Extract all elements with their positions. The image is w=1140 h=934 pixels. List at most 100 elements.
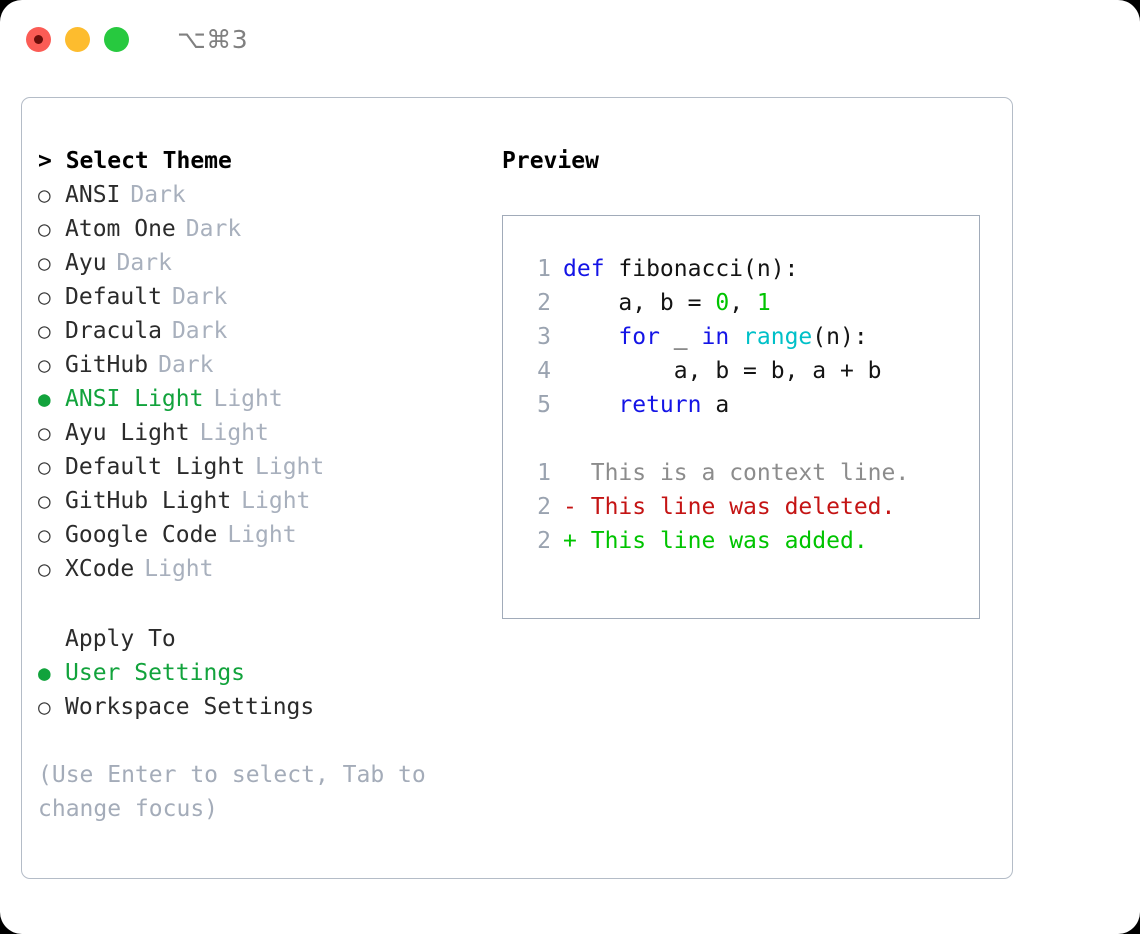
radio-unselected-icon: ○: [38, 217, 51, 241]
theme-option-atom-one-dark[interactable]: ○ Atom One Dark: [38, 212, 484, 246]
code-line: 4 a, b = b, a + b: [521, 354, 979, 388]
apply-to-header: Apply To: [65, 626, 176, 652]
code-line: 2 a, b = 0, 1: [521, 286, 979, 320]
theme-option-ansi-dark[interactable]: ○ ANSI Dark: [38, 178, 484, 212]
theme-name: GitHub: [65, 352, 149, 378]
keyboard-shortcut-label: ⌥⌘3: [177, 24, 249, 54]
radio-unselected-icon: ○: [38, 183, 51, 207]
theme-variant: Dark: [171, 284, 228, 310]
line-number: 2: [537, 290, 551, 316]
theme-option-github-dark[interactable]: ○ GitHub Dark: [38, 348, 484, 382]
line-number: 1: [537, 460, 551, 486]
code-text: a, b = 0, 1: [563, 290, 771, 316]
code-text: def fibonacci(n):: [563, 256, 799, 282]
radio-unselected-icon: ○: [38, 285, 51, 309]
diff-text: This line was added.: [590, 528, 868, 554]
radio-unselected-icon: ○: [38, 695, 51, 719]
keyboard-hint-text: (Use Enter to select, Tab to change focu…: [38, 762, 426, 822]
theme-name: GitHub Light: [65, 488, 232, 514]
radio-unselected-icon: ○: [38, 489, 51, 513]
code-line: 3 for _ in range(n):: [521, 320, 979, 354]
theme-variant: Light: [144, 556, 214, 582]
code-text: a, b = b, a + b: [563, 358, 882, 384]
theme-name: Google Code: [65, 522, 218, 548]
theme-variant: Dark: [116, 250, 172, 276]
minimize-button[interactable]: [65, 26, 90, 52]
preview-box: 1 def fibonacci(n): 2 a, b = 0, 1 3 for …: [502, 215, 980, 619]
theme-option-default-dark[interactable]: ○ Default Dark: [38, 280, 484, 314]
code-text: return a: [618, 392, 730, 418]
theme-name: Ayu Light: [65, 420, 190, 446]
line-number: 5: [537, 392, 551, 418]
maximize-button[interactable]: [104, 26, 129, 52]
apply-to-label: Workspace Settings: [65, 694, 315, 720]
theme-name: Ayu: [65, 250, 107, 276]
radio-unselected-icon: ○: [38, 251, 51, 275]
preview-title: Preview: [502, 148, 599, 174]
line-number: 2: [537, 528, 551, 554]
theme-name: Default Light: [65, 454, 246, 480]
diff-text: [577, 524, 591, 558]
main-panel: > Select Theme ○ ANSI Dark ○ Atom One Da…: [21, 97, 1013, 879]
radio-unselected-icon: ○: [38, 421, 51, 445]
theme-variant: Light: [255, 454, 325, 480]
theme-option-ayu-dark[interactable]: ○ Ayu Dark: [38, 246, 484, 280]
theme-option-dracula-dark[interactable]: ○ Dracula Dark: [38, 314, 484, 348]
title-bar: ⌥⌘3: [0, 0, 1140, 78]
diff-line-context: 1 This is a context line.: [521, 456, 979, 490]
theme-option-google-code[interactable]: ○ Google Code Light: [38, 518, 484, 552]
line-number: 2: [537, 494, 551, 520]
radio-selected-icon: ●: [38, 661, 51, 685]
theme-variant: Dark: [158, 352, 214, 378]
theme-variant: Dark: [171, 318, 228, 344]
diff-text: This line was deleted.: [590, 494, 896, 520]
apply-to-label: User Settings: [65, 660, 246, 686]
theme-option-github-light[interactable]: ○ GitHub Light Light: [38, 484, 484, 518]
apply-to-option-user-settings[interactable]: ● User Settings: [38, 656, 484, 690]
close-button[interactable]: [26, 26, 51, 52]
diff-text: This is a context line.: [590, 460, 910, 486]
theme-name: XCode: [65, 556, 135, 582]
radio-unselected-icon: ○: [38, 319, 51, 343]
code-text: for _ in range(n):: [618, 324, 868, 350]
diff-line-added: 2 + This line was added.: [521, 524, 979, 558]
list-spacer: [38, 586, 484, 622]
theme-name: ANSI: [65, 182, 121, 208]
diff-marker: -: [563, 494, 577, 520]
diff-text: [577, 456, 591, 490]
theme-variant: Dark: [185, 216, 242, 242]
theme-option-xcode[interactable]: ○ XCode Light: [38, 552, 484, 586]
code-line: 5 return a: [521, 388, 979, 422]
theme-variant: Light: [227, 522, 297, 548]
theme-name: Dracula: [65, 318, 162, 344]
theme-name: ANSI Light: [65, 386, 204, 412]
preview-pane: Preview 1 def fibonacci(n): 2 a, b = 0, …: [484, 98, 1012, 878]
theme-option-default-light[interactable]: ○ Default Light Light: [38, 450, 484, 484]
theme-option-ansi-light[interactable]: ● ANSI Light Light: [38, 382, 484, 416]
theme-option-ayu-light[interactable]: ○ Ayu Light Light: [38, 416, 484, 450]
radio-unselected-icon: ○: [38, 557, 51, 581]
theme-name: Atom One: [65, 216, 176, 242]
theme-picker-pane: > Select Theme ○ ANSI Dark ○ Atom One Da…: [22, 98, 484, 878]
theme-variant: Light: [241, 488, 311, 514]
line-number: 1: [537, 256, 551, 282]
hint-spacer: [38, 724, 484, 758]
diff-line-deleted: 2 - This line was deleted.: [521, 490, 979, 524]
diff-marker: +: [563, 528, 577, 554]
radio-unselected-icon: ○: [38, 455, 51, 479]
radio-unselected-icon: ○: [38, 523, 51, 547]
window-controls: [26, 26, 129, 52]
theme-variant: Dark: [130, 182, 186, 208]
select-theme-header: > Select Theme: [38, 148, 232, 174]
code-line: 1 def fibonacci(n):: [521, 252, 979, 286]
radio-selected-icon: ●: [38, 387, 51, 411]
diff-text: [577, 490, 591, 524]
theme-name: Default: [65, 284, 162, 310]
line-number: 3: [537, 324, 551, 350]
code-diff-separator: [521, 422, 979, 456]
theme-variant: Light: [199, 420, 269, 446]
diff-marker: [563, 456, 577, 490]
apply-to-option-workspace-settings[interactable]: ○ Workspace Settings: [38, 690, 484, 724]
line-number: 4: [537, 358, 551, 384]
